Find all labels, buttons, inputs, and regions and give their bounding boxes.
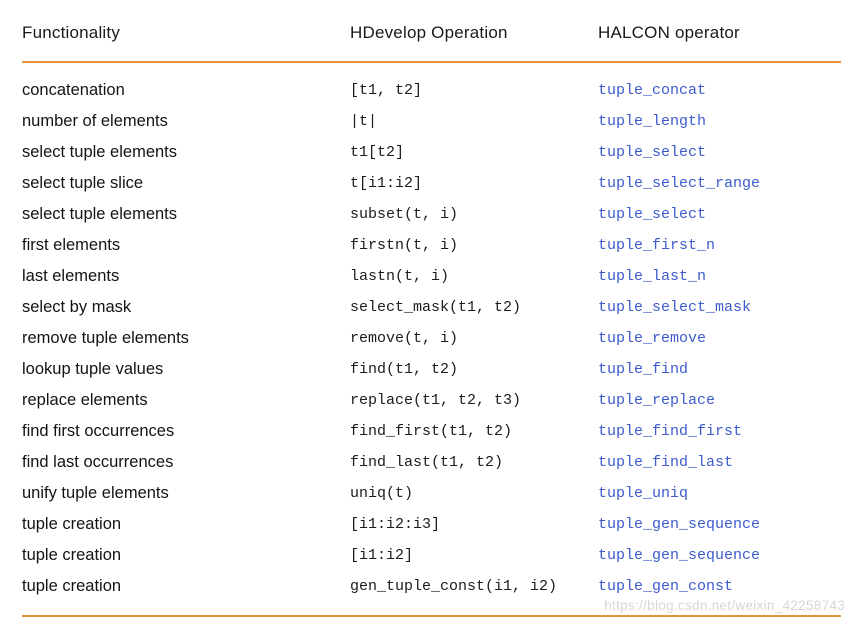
functionality-cell: select tuple slice: [22, 174, 144, 192]
functionality-cell: unify tuple elements: [22, 484, 169, 502]
hdevelop-operation-cell: find_first(t1, t2): [350, 423, 513, 440]
table-row: find first occurrences find_first(t1, t2)…: [0, 416, 849, 447]
halcon-operator-link[interactable]: tuple_select: [598, 144, 707, 161]
halcon-operator-link[interactable]: tuple_gen_sequence: [598, 547, 761, 564]
table-header: Functionality HDevelop Operation HALCON …: [0, 0, 849, 47]
halcon-operator-link[interactable]: tuple_find_first: [598, 423, 743, 440]
hdevelop-operation-cell: lastn(t, i): [350, 268, 450, 285]
hdevelop-operation-cell: find_last(t1, t2): [350, 454, 504, 471]
halcon-operator-link[interactable]: tuple_select_mask: [598, 299, 752, 316]
table-row: select tuple elements subset(t, i) tuple_s…: [0, 199, 849, 230]
hdevelop-operation-cell: t[i1:i2]: [350, 175, 423, 192]
halcon-operator-link[interactable]: tuple_first_n: [598, 237, 716, 254]
halcon-operator-link[interactable]: tuple_uniq: [598, 485, 689, 502]
functionality-cell: lookup tuple values: [22, 360, 164, 378]
hdevelop-operation-cell: subset(t, i): [350, 206, 459, 223]
column-header-halcon-operator: HALCON operator: [598, 23, 740, 42]
functionality-cell: concatenation: [22, 81, 125, 99]
hdevelop-operation-cell: replace(t1, t2, t3): [350, 392, 522, 409]
halcon-operator-link[interactable]: tuple_find_last: [598, 454, 734, 471]
halcon-operator-link[interactable]: tuple_select: [598, 206, 707, 223]
table-row: select tuple elements t1[t2] tuple_select: [0, 137, 849, 168]
halcon-operator-link[interactable]: tuple_concat: [598, 82, 707, 99]
hdevelop-operation-cell: select_mask(t1, t2): [350, 299, 522, 316]
hdevelop-operation-cell: t1[t2]: [350, 144, 405, 161]
halcon-operator-link[interactable]: tuple_remove: [598, 330, 707, 347]
hdevelop-operation-cell: |t|: [350, 113, 378, 130]
table-row: number of elements |t| tuple_length: [0, 106, 849, 137]
hdevelop-operation-cell: [i1:i2]: [350, 547, 414, 564]
hdevelop-operation-cell: uniq(t): [350, 485, 414, 502]
hdevelop-operation-cell: gen_tuple_const(i1, i2): [350, 578, 558, 595]
table-row: select by mask select_mask(t1, t2) tuple_s…: [0, 292, 849, 323]
table-row: lookup tuple values find(t1, t2) tuple_fin…: [0, 354, 849, 385]
halcon-operator-link[interactable]: tuple_gen_sequence: [598, 516, 761, 533]
functionality-cell: tuple creation: [22, 515, 122, 533]
hdevelop-operation-cell: [i1:i2:i3]: [350, 516, 441, 533]
halcon-operator-link[interactable]: tuple_find: [598, 361, 689, 378]
hdevelop-operation-cell: [t1, t2]: [350, 82, 423, 99]
functionality-cell: tuple creation: [22, 577, 122, 595]
table-row: concatenation [t1, t2] tuple_concat: [0, 75, 849, 106]
column-header-functionality: Functionality: [22, 23, 121, 42]
halcon-operator-link[interactable]: tuple_length: [598, 113, 707, 130]
hdevelop-operation-cell: find(t1, t2): [350, 361, 459, 378]
halcon-operator-link[interactable]: tuple_select_range: [598, 175, 761, 192]
table-row: tuple creation gen_tuple_const(i1, i2) tup…: [0, 571, 849, 602]
functionality-cell: tuple creation: [22, 546, 122, 564]
functionality-cell: find first occurrences: [22, 422, 175, 440]
functionality-cell: replace elements: [22, 391, 148, 409]
functionality-cell: find last occurrences: [22, 453, 174, 471]
table-row: remove tuple elements remove(t, i) tuple_r…: [0, 323, 849, 354]
bottom-rule: [22, 615, 841, 617]
table-row: select tuple slice t[i1:i2] tuple_select_r…: [0, 168, 849, 199]
functionality-cell: select tuple elements: [22, 205, 178, 223]
hdevelop-operation-cell: firstn(t, i): [350, 237, 459, 254]
functionality-cell: select by mask: [22, 298, 132, 316]
table-row: replace elements replace(t1, t2, t3) tuple…: [0, 385, 849, 416]
halcon-operator-link[interactable]: tuple_gen_const: [598, 578, 734, 595]
halcon-operator-link[interactable]: tuple_replace: [598, 392, 716, 409]
column-header-hdevelop-operation: HDevelop Operation: [350, 23, 508, 42]
functionality-cell: number of elements: [22, 112, 168, 130]
functionality-cell: first elements: [22, 236, 121, 254]
functionality-cell: select tuple elements: [22, 143, 178, 161]
halcon-operator-link[interactable]: tuple_last_n: [598, 268, 707, 285]
table-row: find last occurrences find_last(t1, t2) tu…: [0, 447, 849, 478]
functionality-cell: last elements: [22, 267, 120, 285]
header-rule: [22, 61, 841, 63]
table-row: unify tuple elements uniq(t) tuple_uniq: [0, 478, 849, 509]
hdevelop-operation-cell: remove(t, i): [350, 330, 459, 347]
table-row: first elements firstn(t, i) tuple_first_n: [0, 230, 849, 261]
table-row: last elements lastn(t, i) tuple_last_n: [0, 261, 849, 292]
table-row: tuple creation [i1:i2] tuple_gen_sequence: [0, 540, 849, 571]
table-row: tuple creation [i1:i2:i3] tuple_gen_sequen…: [0, 509, 849, 540]
functionality-cell: remove tuple elements: [22, 329, 189, 347]
